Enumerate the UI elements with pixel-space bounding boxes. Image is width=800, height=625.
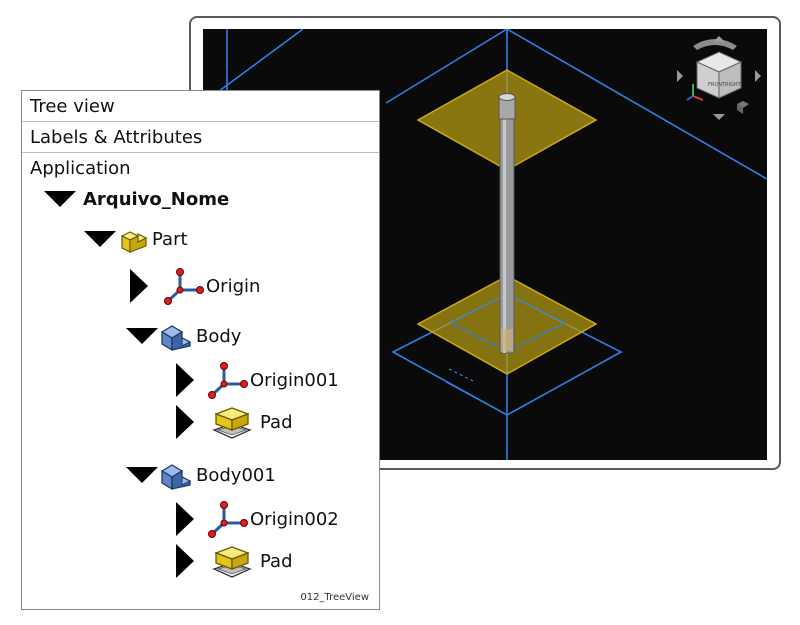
expand-right-icon[interactable]	[122, 268, 154, 304]
origin-icon	[206, 360, 250, 400]
body001-label: Body001	[196, 464, 276, 486]
tree-item-origin[interactable]: Origin	[122, 266, 260, 306]
expand-down-icon[interactable]	[126, 318, 158, 354]
origin-label: Origin	[206, 275, 261, 297]
application-header[interactable]: Application	[30, 158, 131, 179]
expand-right-icon[interactable]	[168, 501, 200, 537]
origin001-label: Origin001	[250, 369, 339, 391]
svg-text:RIGHT: RIGHT	[725, 82, 742, 88]
tree-item-body001[interactable]: Body001	[126, 455, 276, 495]
tree-item-body-origin[interactable]: Origin001	[168, 360, 339, 400]
tree-item-body[interactable]: Body	[126, 316, 241, 356]
document-label: Arquivo_Nome	[83, 188, 230, 210]
tree-item-body-pad[interactable]: Pad	[168, 402, 293, 442]
3d-scene	[203, 29, 767, 460]
tree-item-body001-origin[interactable]: Origin002	[168, 499, 339, 539]
origin-icon	[206, 499, 250, 539]
expand-right-icon[interactable]	[168, 362, 200, 398]
pad-icon	[212, 404, 252, 440]
pad-label: Pad	[260, 550, 293, 572]
origin002-label: Origin002	[250, 508, 339, 530]
body-label: Body	[196, 325, 242, 347]
body-icon	[158, 318, 194, 354]
part-icon	[116, 222, 150, 256]
tree-item-part[interactable]: Part	[84, 219, 188, 259]
svg-text:FRONT: FRONT	[708, 82, 726, 88]
pad-label: Pad	[260, 411, 293, 433]
expand-right-icon[interactable]	[168, 404, 200, 440]
expand-down-icon[interactable]	[126, 457, 158, 493]
part-label: Part	[152, 228, 188, 250]
expand-right-icon[interactable]	[168, 543, 200, 579]
figure-caption: 012_TreeView	[300, 592, 369, 603]
navigation-cube[interactable]: FRONT RIGHT	[675, 34, 763, 124]
expand-down-icon[interactable]	[44, 181, 76, 217]
tree-item-body001-pad[interactable]: Pad	[168, 541, 293, 581]
body-icon	[158, 457, 194, 493]
expand-down-icon[interactable]	[84, 221, 116, 257]
tree-view-panel: Tree view Labels & Attributes Applicatio…	[21, 90, 380, 610]
pad-icon	[212, 543, 252, 579]
labels-attributes-header[interactable]: Labels & Attributes	[22, 122, 379, 153]
tree-view-header[interactable]: Tree view	[22, 91, 379, 122]
origin-icon	[162, 266, 206, 306]
tree-item-document[interactable]: Arquivo_Nome	[44, 179, 229, 219]
